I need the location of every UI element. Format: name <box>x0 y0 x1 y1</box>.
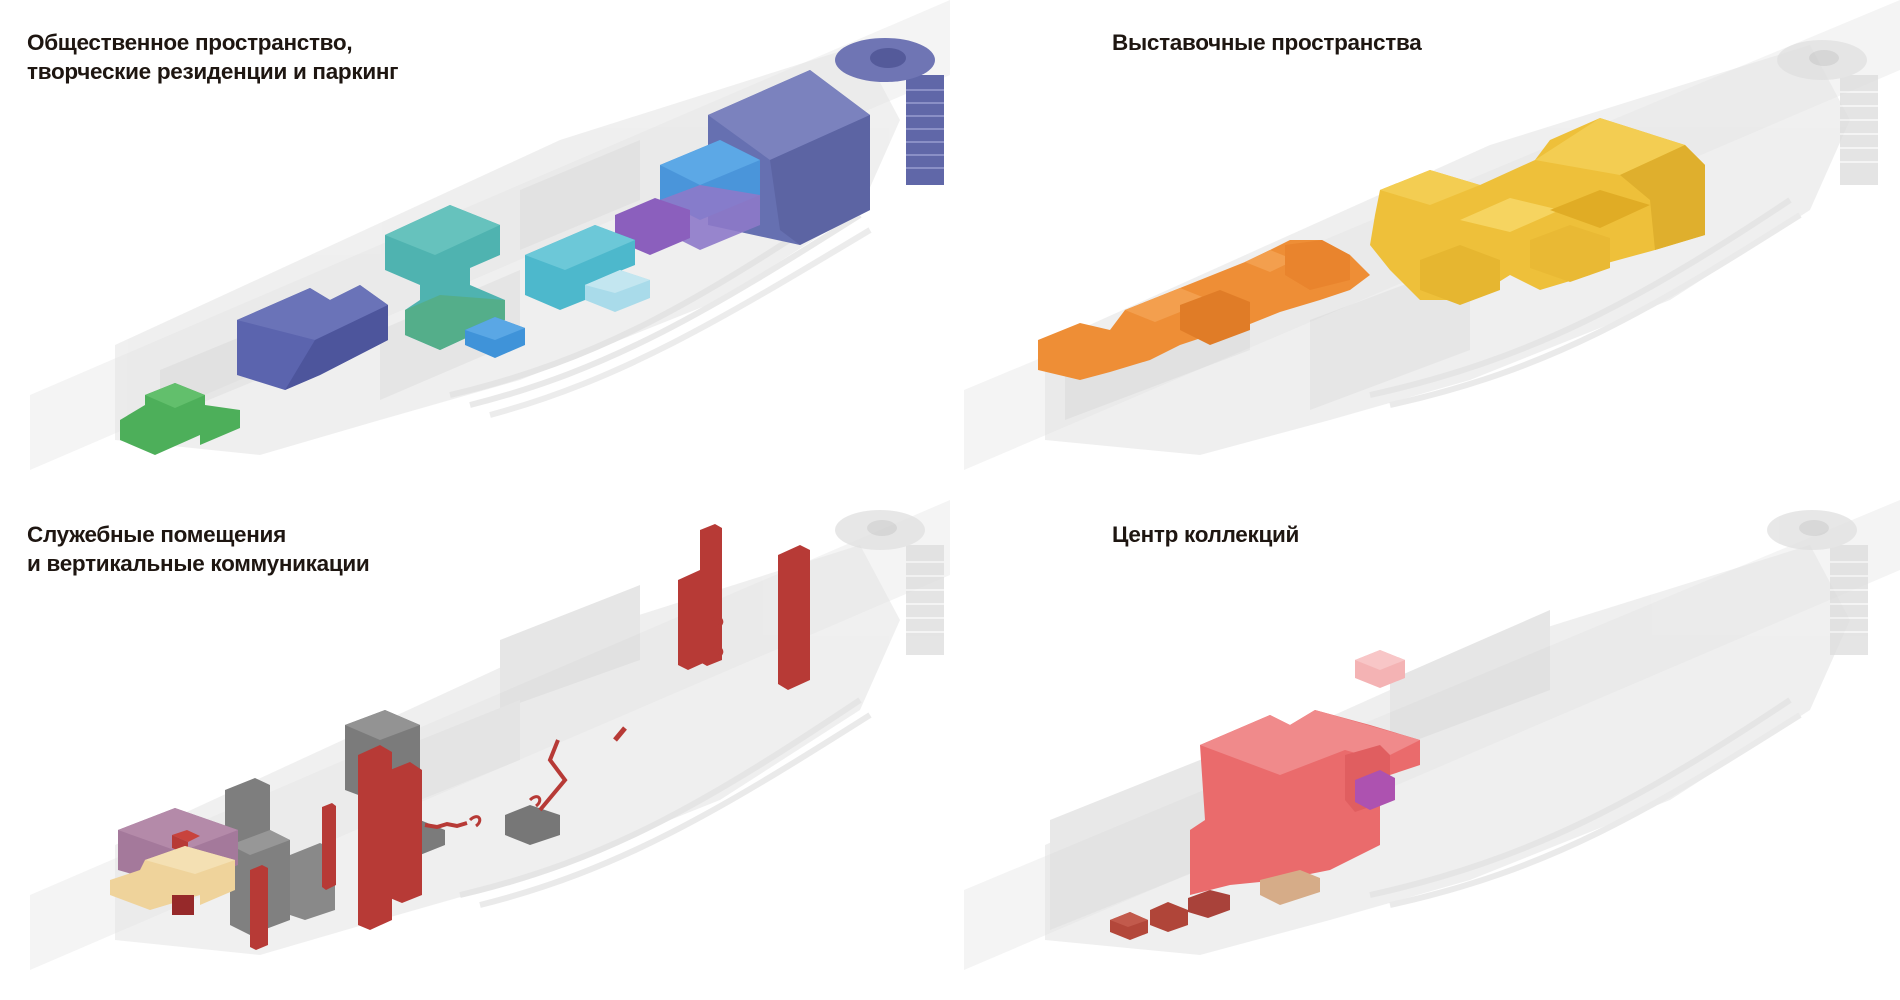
massing-diagram-exhibition <box>964 0 1900 470</box>
panel-exhibition: Выставочные пространства <box>950 0 1900 500</box>
panel-public-space: Общественное пространство, творческие ре… <box>0 0 950 500</box>
light-pink-block <box>1355 650 1405 688</box>
teal-green-block <box>385 205 505 350</box>
panel-title-service: Служебные помещения и вертикальные комму… <box>27 520 370 578</box>
panel-collections: Центр коллекций <box>950 500 1900 1000</box>
panel-title-exhibition: Выставочные пространства <box>1112 28 1422 57</box>
tower-spiral <box>1767 510 1868 655</box>
title-line-1: Выставочные пространства <box>1112 30 1422 55</box>
tower-spiral <box>1777 40 1878 185</box>
yellow-exhibition-block <box>1370 118 1705 305</box>
title-line-2: творческие резиденции и паркинг <box>27 59 399 84</box>
title-line-1: Общественное пространство, <box>27 30 353 55</box>
blue-violet-stack <box>615 140 760 255</box>
green-block <box>120 383 240 455</box>
red-vertical-shafts <box>172 524 810 950</box>
tan-block <box>1260 870 1320 905</box>
orange-exhibition-block <box>1038 240 1370 380</box>
panel-service: Служебные помещения и вертикальные комму… <box>0 500 950 1000</box>
massing-diagram-public <box>30 0 950 470</box>
magenta-block <box>1355 770 1395 810</box>
massing-diagram-collections <box>964 500 1900 970</box>
tower-spiral <box>835 38 944 185</box>
light-cyan-block <box>585 270 650 312</box>
brick-blocks <box>1110 890 1230 940</box>
ghost-building <box>1045 545 1850 955</box>
sand-block <box>110 846 235 910</box>
panel-title-public: Общественное пространство, творческие ре… <box>27 28 399 86</box>
cyan-block <box>525 225 635 310</box>
navy-block-large <box>708 70 870 245</box>
navy-block-medium <box>237 285 388 390</box>
panel-title-collections: Центр коллекций <box>1112 520 1299 549</box>
title-line-1: Центр коллекций <box>1112 522 1300 547</box>
small-blue-block <box>465 317 525 358</box>
title-line-1: Служебные помещения <box>27 522 286 547</box>
tower-spiral <box>835 510 944 655</box>
massing-diagram-service <box>30 500 950 970</box>
title-line-2: и вертикальные коммуникации <box>27 551 370 576</box>
